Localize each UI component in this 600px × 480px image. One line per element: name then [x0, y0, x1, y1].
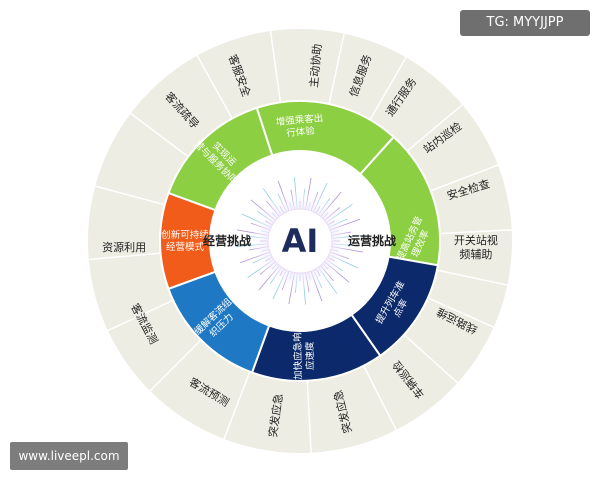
outer-separator-16	[107, 299, 174, 332]
outer-separator-10	[427, 297, 494, 328]
outer-separator-6	[406, 104, 463, 152]
middle-segment-label-5: 加快应急响应速度	[292, 332, 317, 380]
outer-separator-15	[149, 339, 202, 392]
outer-separator-7	[430, 164, 499, 192]
middle-segment-label-3: 创新可持续经营模式	[161, 229, 209, 253]
outer-separator-13	[306, 380, 312, 453]
outer-separator-9	[436, 269, 508, 286]
inner-label-right: 运营挑战	[348, 233, 396, 248]
outer-separator-14	[223, 371, 251, 440]
middle-segment-label-1: 增强乘客出行体验	[275, 112, 324, 140]
outer-separator-2	[196, 55, 233, 119]
outer-ring-separators	[88, 30, 512, 453]
outer-label-0: 开关站视频辅助	[454, 233, 498, 261]
site-watermark: www.liveepl.com	[10, 442, 128, 470]
outer-separator-5	[369, 57, 407, 121]
outer-separator-17	[88, 252, 161, 261]
outer-separator-12	[362, 365, 397, 431]
outer-separator-0	[95, 185, 165, 206]
outer-label-11: 突发应急	[266, 393, 286, 439]
inner-label-left: 经营挑战	[203, 233, 251, 248]
outer-label-5: 主动协助	[306, 43, 324, 88]
center-disc	[267, 208, 333, 274]
outer-separator-11	[403, 334, 459, 384]
outer-separator-1	[130, 112, 189, 158]
tg-watermark: TG: MYYJJPP	[460, 10, 590, 36]
outer-separator-4	[328, 33, 345, 105]
ai-logo-text: AI	[282, 222, 319, 260]
outer-separator-3	[269, 30, 282, 103]
middle-ring: 提高站务管理效率增强乘客出行体验实现运营与服务协同创新可持续经营模式缓解客流组织…	[159, 100, 441, 382]
outer-label-8: 资源利用	[102, 240, 146, 254]
outer-separator-8	[439, 229, 512, 235]
